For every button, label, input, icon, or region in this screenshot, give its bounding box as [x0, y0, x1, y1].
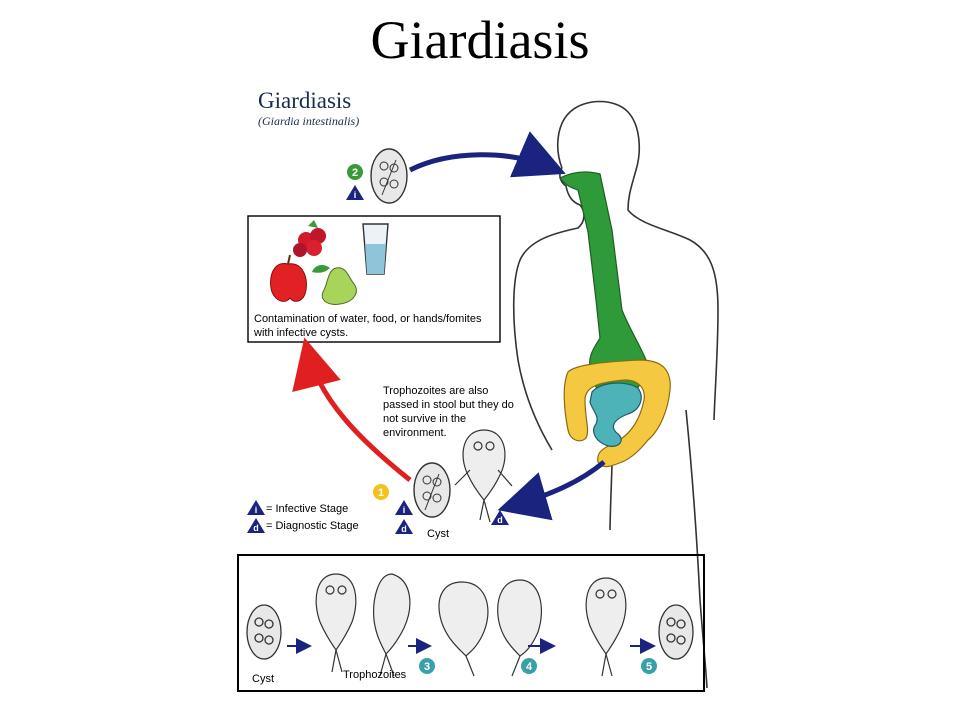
contamination-arrow	[292, 337, 412, 482]
water-glass-icon	[362, 223, 389, 275]
step-3-marker: 3	[419, 658, 435, 674]
diagnostic-triangle-trophozoite: d	[491, 510, 509, 525]
figure-title: Giardiasis	[258, 88, 352, 113]
step-2-marker: 2	[347, 164, 363, 180]
trophozoite-note: Trophozoites are also passed in stool bu…	[383, 385, 514, 439]
contamination-caption: Contamination of water, food, or hands/f…	[254, 313, 482, 339]
human-body-outline	[512, 100, 719, 689]
bottom-cyst-label: Cyst	[252, 673, 274, 685]
diagnostic-triangle-cyst: d	[395, 519, 413, 534]
step-1-marker: 1	[373, 484, 389, 500]
svg-text:d: d	[253, 523, 259, 533]
bottom-trophozoite-1-icon	[315, 573, 357, 673]
svg-text:d: d	[497, 515, 503, 525]
svg-text:d: d	[401, 524, 407, 534]
cyst-label: Cyst	[427, 528, 449, 540]
svg-text:i: i	[354, 190, 357, 200]
development-panel-frame	[237, 554, 705, 692]
bottom-trophozoites-label: Trophozoites	[343, 669, 407, 681]
raspberries-icon	[293, 220, 326, 257]
step-4-marker: 4	[521, 658, 537, 674]
cyst-step2-icon	[370, 148, 408, 204]
bottom-dividing-trophozoites-icon	[438, 579, 542, 677]
legend-diagnostic-triangle: d	[247, 518, 265, 533]
bottom-trophozoite-3-icon	[585, 577, 627, 677]
legend-diagnostic-label: = Diagnostic Stage	[266, 520, 359, 532]
legend-infective-label: = Infective Stage	[266, 503, 349, 515]
small-intestine	[589, 382, 642, 447]
excretion-arrow	[497, 460, 606, 521]
figure-subtitle: (Giardia intestinalis)	[258, 114, 360, 128]
trophozoite-icon	[454, 429, 513, 523]
pear-icon	[312, 265, 357, 305]
step-1-number: 1	[378, 487, 384, 499]
cyst-step1-icon	[413, 462, 451, 518]
ingestion-arrow	[408, 131, 566, 178]
bottom-cyst-right-icon	[658, 604, 694, 660]
step-2-number: 2	[352, 167, 358, 179]
infective-triangle-step1: i	[395, 500, 413, 515]
digestive-tract	[559, 171, 671, 468]
svg-text:i: i	[403, 505, 406, 515]
slide-title: Giardiasis	[370, 10, 590, 70]
bottom-cyst-left-icon	[246, 604, 282, 660]
legend-infective-triangle: i	[247, 500, 265, 515]
step-5-number: 5	[646, 661, 652, 673]
step-5-marker: 5	[641, 658, 657, 674]
svg-text:i: i	[255, 505, 258, 515]
apple-icon	[270, 254, 307, 302]
step-3-number: 3	[424, 661, 430, 673]
step-4-number: 4	[526, 661, 533, 673]
infective-triangle-step2: i	[346, 185, 364, 200]
bottom-trophozoite-2-icon	[373, 573, 411, 677]
